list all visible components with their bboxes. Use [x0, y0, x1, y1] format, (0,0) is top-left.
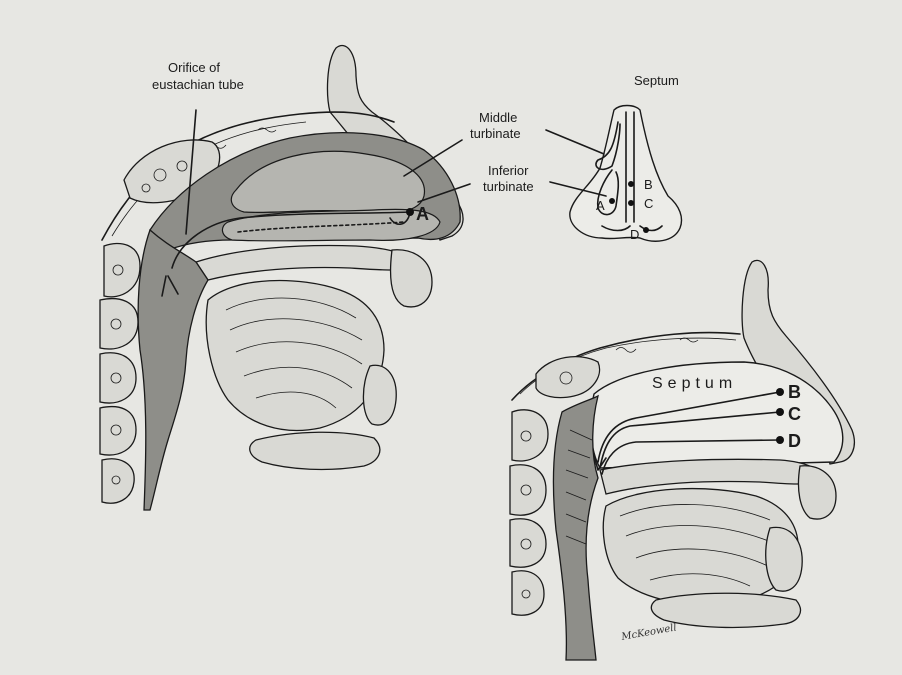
- inferior-turbinate-label-line2: turbinate: [483, 179, 534, 194]
- point-c-inset-label: C: [644, 196, 653, 211]
- route-c-label: C: [788, 404, 801, 424]
- orifice-label-line1: Orifice of: [168, 60, 220, 75]
- left-tongue: [206, 281, 384, 431]
- septum-inset-label: Septum: [634, 73, 679, 88]
- point-a-inset-label: A: [596, 198, 605, 213]
- septum-large-label: Septum: [652, 375, 737, 392]
- septum-inset-diagram: [546, 106, 682, 242]
- inferior-turbinate-label-line1: Inferior: [488, 163, 529, 178]
- left-sagittal-section: [100, 46, 463, 510]
- left-lower-jaw: [250, 432, 380, 469]
- right-sphenoid-bone: [536, 357, 600, 398]
- left-hard-palate: [196, 246, 418, 280]
- route-d-label: D: [788, 431, 801, 451]
- right-spine: [510, 410, 548, 615]
- right-upper-jaw: [798, 466, 836, 519]
- left-spine: [100, 243, 140, 503]
- point-b-inset-label: B: [644, 177, 653, 192]
- left-upper-jaw: [391, 250, 433, 307]
- route-b-label: B: [788, 382, 801, 402]
- point-a-left-label: A: [416, 204, 429, 224]
- artist-signature: McKeowell: [620, 622, 678, 643]
- middle-turbinate-label-line2: turbinate: [470, 126, 521, 141]
- right-pharynx: [554, 396, 598, 660]
- point-d-inset-label: D: [630, 227, 639, 242]
- right-sagittal-section: [510, 260, 854, 660]
- left-pharynx: [138, 230, 208, 510]
- middle-turbinate-label-line1: Middle: [479, 110, 517, 125]
- orifice-label-line2: eustachian tube: [152, 77, 244, 92]
